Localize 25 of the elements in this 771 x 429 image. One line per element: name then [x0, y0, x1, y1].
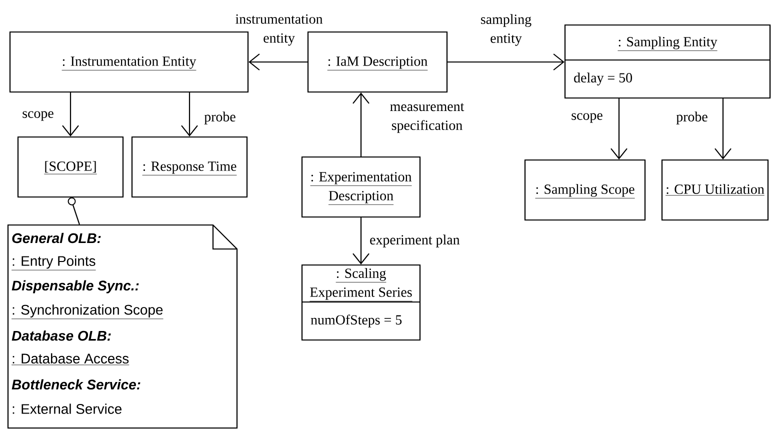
arrow [62, 92, 79, 136]
edge-label: scope [22, 111, 54, 121]
edge-label: experiment plan [370, 234, 460, 248]
edge-label: measurement specification [390, 103, 464, 133]
arrow [448, 54, 564, 70]
arrow [248, 54, 308, 70]
note: General OLB: : Entry Points Dispensable Sync.: : Synchronization Scope Database OLB: : Database Access Bottleneck Service: : External Service [7, 224, 238, 429]
edge-label: sampling entity [481, 14, 532, 46]
object-box: [SCOPE] [17, 136, 124, 198]
arrow [352, 218, 370, 264]
arrow [610, 98, 628, 160]
object-box: : Instrumentation Entity [9, 31, 249, 93]
arrow [181, 92, 198, 136]
object-box: : Scaling Experiment Series numOfSteps = 5 [301, 264, 421, 341]
edge-label: scope [572, 113, 602, 123]
object-box: : Sampling Scope [524, 159, 646, 221]
edge-label: probe [204, 112, 236, 124]
object-box: : CPU Utilization [661, 159, 769, 221]
arrow [352, 92, 370, 156]
arrow [714, 98, 732, 160]
edge-label: probe [676, 112, 708, 124]
object-box: : Experimentation Description [301, 156, 421, 218]
object-box: : IaM Description [307, 31, 448, 93]
arrow [68, 197, 80, 225]
object-box: : Response Time [131, 136, 248, 198]
